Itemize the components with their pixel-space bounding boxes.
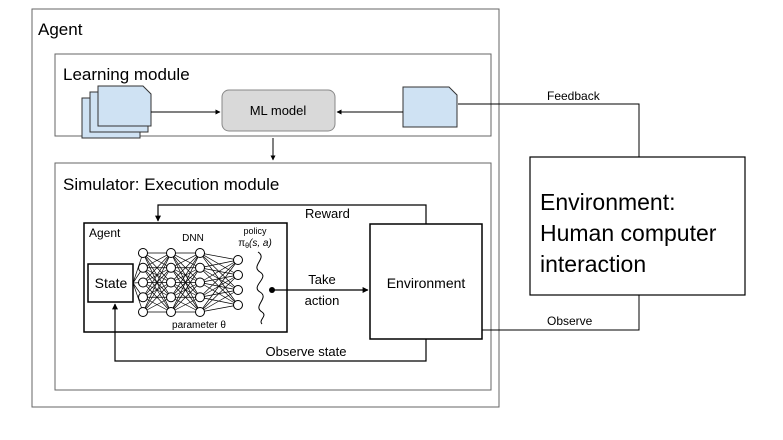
policy-symbol: πθ(s, a) — [238, 238, 272, 250]
observe-connector — [482, 295, 640, 331]
dnn-node — [195, 262, 205, 273]
dnn-node — [166, 277, 176, 288]
dnn-edge — [170, 252, 201, 269]
dnn-edge — [170, 296, 201, 313]
dnn-node — [138, 248, 148, 258]
dnn-edge — [199, 259, 239, 313]
dnn-node — [233, 300, 243, 310]
dnn-node — [195, 248, 205, 258]
feedback-label: Feedback — [547, 89, 601, 103]
dnn-edge — [142, 252, 172, 313]
dnn-node — [166, 307, 176, 317]
dnn-edge — [142, 252, 172, 298]
dnn-edge — [142, 252, 172, 269]
inner-agent-label: Agent — [89, 226, 121, 240]
dnn-node — [166, 292, 176, 303]
observe-state-loop-arrow — [112, 303, 427, 362]
dnn-input-edge — [132, 252, 144, 284]
dnn-node — [138, 292, 148, 303]
ml-model-label: ML model — [250, 103, 307, 118]
parameter-label: parameter θ — [172, 320, 226, 331]
dnn-edge — [170, 252, 201, 283]
observe-label: Observe — [547, 314, 593, 328]
dnn-edge — [170, 267, 201, 313]
dnn-node — [195, 292, 205, 303]
dnn-edge — [199, 252, 239, 261]
reward-loop-arrow — [155, 204, 427, 224]
dnn-label: DNN — [182, 233, 204, 244]
human-env-line1: Environment: — [540, 189, 676, 215]
human-env-line3: interaction — [540, 251, 646, 277]
observe-state-label: Observe state — [266, 344, 347, 359]
dnn-node — [195, 307, 205, 317]
dnn-node — [138, 262, 148, 273]
dnn-input-edge — [132, 282, 144, 313]
dnn-edge — [170, 252, 201, 313]
take-action-label-line2: action — [305, 293, 340, 308]
dnn-node — [138, 307, 148, 317]
learning-module-title: Learning module — [63, 65, 190, 84]
dnn-edge — [142, 282, 172, 313]
ml-model-box — [221, 89, 336, 132]
dnn-edge — [199, 274, 239, 313]
feedback-connector — [458, 103, 640, 157]
human-env-line2: Human computer — [540, 220, 717, 246]
take-action-label-line1: Take — [308, 272, 335, 287]
dnn-node — [138, 277, 148, 288]
reward-label: Reward — [305, 206, 350, 221]
dnn-edge — [199, 289, 239, 313]
dnn-network — [132, 248, 243, 317]
dnn-edge — [199, 304, 239, 313]
dnn-node — [166, 262, 176, 273]
dnn-edge — [170, 252, 201, 298]
dnn-node — [233, 270, 243, 280]
agent-outer-title: Agent — [38, 20, 83, 39]
dnn-edge — [142, 296, 172, 313]
dnn-node — [195, 277, 205, 288]
training-documents-icon — [81, 85, 152, 139]
dnn-edge — [199, 259, 239, 283]
simulator-title: Simulator: Execution module — [63, 175, 279, 194]
feedback-document-icon — [402, 86, 458, 128]
dnn-node — [233, 255, 243, 265]
state-label: State — [95, 275, 128, 291]
dnn-edge — [142, 267, 172, 313]
dnn-edge — [170, 282, 201, 313]
human-computer-env-box — [529, 156, 746, 296]
policy-label: policy — [243, 226, 267, 236]
dnn-node — [166, 248, 176, 258]
dnn-edge — [199, 259, 239, 269]
sim-environment-label: Environment — [387, 275, 466, 291]
policy-distribution-curve — [256, 251, 265, 325]
dnn-node — [233, 285, 243, 295]
dnn-edge — [199, 259, 239, 298]
dnn-edge — [142, 252, 172, 283]
state-box — [87, 263, 134, 303]
